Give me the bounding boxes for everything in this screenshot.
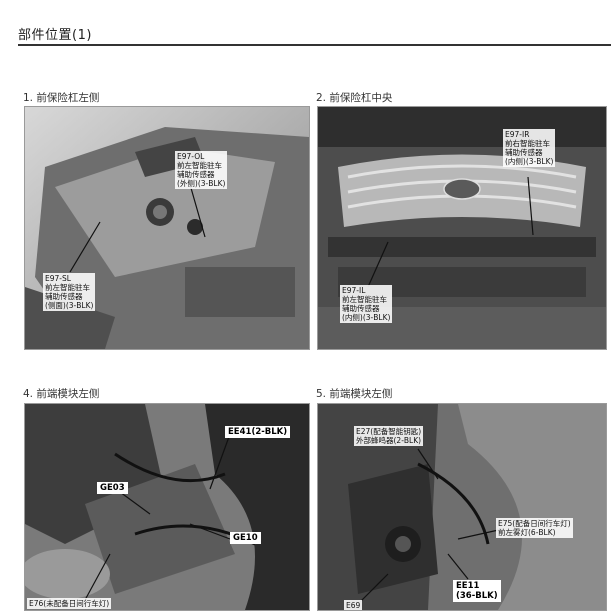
panel-4-label-ge10: GE10 xyxy=(230,532,261,544)
panel-1-photo: E97-OL 前左智能驻车 辅助传感器 (外侧)(3-BLK) E97-SL 前… xyxy=(24,106,310,350)
panel-4-label-e76: E76(未配备日间行车灯) xyxy=(27,598,112,609)
panel-1-label-e97-ol: E97-OL 前左智能驻车 辅助传感器 (外侧)(3-BLK) xyxy=(175,151,228,189)
panel-1-caption: 1. 前保险杠左侧 xyxy=(23,92,100,104)
panel-5-label-e27: E27(配备智能钥匙) 外部蜂鸣器(2-BLK) xyxy=(354,426,424,446)
panel-4-label-ee41: EE41(2-BLK) xyxy=(225,426,291,438)
panel-5-caption: 5. 前端模块左侧 xyxy=(316,388,393,400)
title-divider xyxy=(18,44,611,46)
panel-1-label-e97-sl: E97-SL 前左智能驻车 辅助传感器 (侧面)(3-BLK) xyxy=(43,273,96,311)
panel-5-label-e75: E75(配备日间行车灯) 前左雾灯(6-BLK) xyxy=(496,518,573,538)
panel-5-label-e69: E69 xyxy=(344,600,363,610)
panel-2-label-e97-il: E97-IL 前左智能驻车 辅助传感器 (内侧)(3-BLK) xyxy=(340,285,393,323)
panel-5-photo: E27(配备智能钥匙) 外部蜂鸣器(2-BLK) E75(配备日间行车灯) 前左… xyxy=(317,403,607,611)
panel-4-photo: EE41(2-BLK) GE03 GE10 E76(未配备日间行车灯) xyxy=(24,403,310,611)
panel-4-caption: 4. 前端模块左侧 xyxy=(23,388,100,400)
panel-2-photo: E97-IR 前右智能驻车 辅助传感器 (内侧)(3-BLK) E97-IL 前… xyxy=(317,106,607,350)
panel-2-caption: 2. 前保险杠中央 xyxy=(316,92,393,104)
panel-4-label-ge03: GE03 xyxy=(97,482,128,494)
panel-2-label-e97-ir: E97-IR 前右智能驻车 辅助传感器 (内侧)(3-BLK) xyxy=(503,129,556,167)
panel-5-label-ee11: EE11 (36-BLK) xyxy=(453,580,501,602)
page-title: 部件位置(1) xyxy=(18,28,92,43)
